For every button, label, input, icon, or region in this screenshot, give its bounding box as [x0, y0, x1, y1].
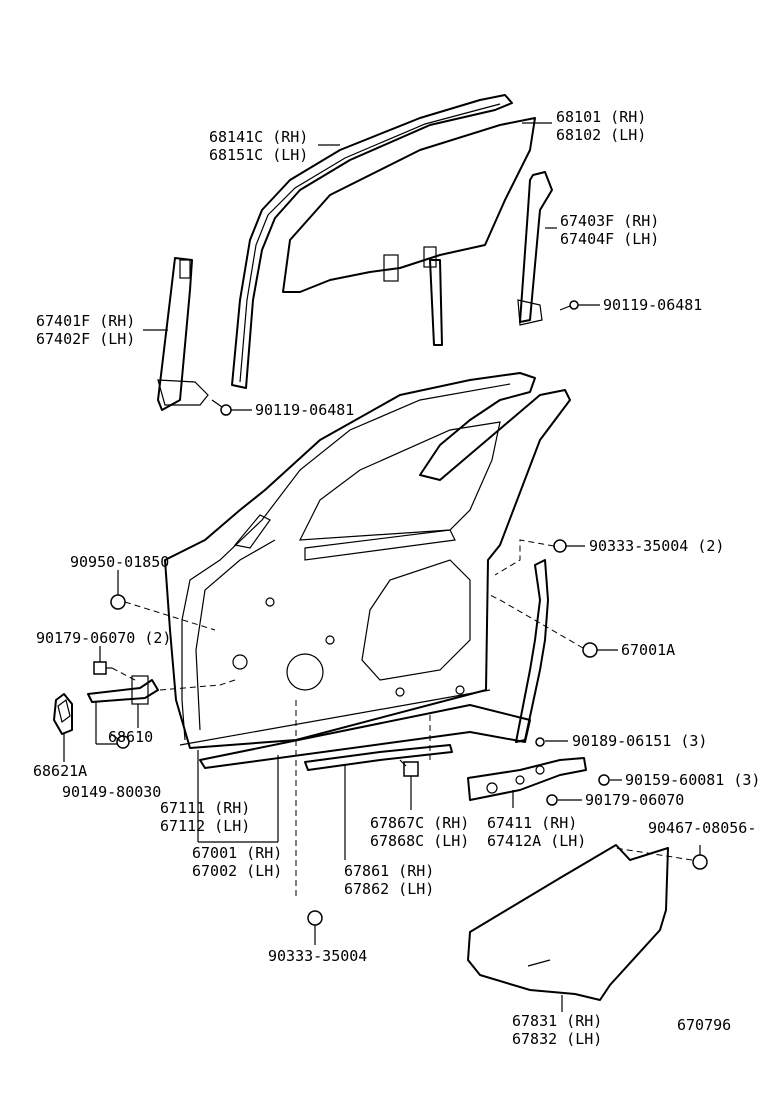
label-67867c: 67867C (RH) [370, 814, 469, 832]
label-67001: 67001 (RH) [192, 844, 282, 862]
label-67111: 67111 (RH) [160, 799, 250, 817]
clip-67001A-drawing [582, 642, 598, 658]
leader-lines [63, 122, 701, 1012]
door-shell-drawing [164, 372, 571, 749]
label-67411: 67411 (RH) [487, 814, 577, 832]
clip-90467-drawing [692, 854, 708, 870]
label-90467: 90467-08056- [648, 819, 756, 837]
label-67832: 67832 (LH) [512, 1030, 602, 1048]
clip-67867C-drawing [399, 759, 419, 777]
lower-moulding-drawing [304, 744, 453, 771]
label-90333-lower: 90333-35004 [268, 947, 367, 965]
label-68621a: 68621A [33, 762, 87, 780]
part-labels: 68141C (RH) 68151C (LH) 68101 (RH) 68102… [33, 108, 760, 1048]
label-90159: 90159-60081 (3) [625, 771, 760, 789]
door-trim-cover-drawing [467, 844, 669, 1001]
label-67403f: 67403F (RH) [560, 212, 659, 230]
label-90119-front: 90119-06481 [255, 401, 354, 419]
front-run-channel-drawing [157, 257, 209, 411]
diagram-id-label: 670796 [677, 1016, 731, 1034]
door-check-drawing [87, 675, 159, 705]
label-68102: 68102 (LH) [556, 126, 646, 144]
label-67861: 67861 (RH) [344, 862, 434, 880]
bolt-90179-single-drawing [546, 794, 558, 806]
label-90950: 90950-01850 [70, 553, 169, 571]
label-68151c: 68151C (LH) [209, 146, 308, 164]
label-67001a: 67001A [621, 641, 675, 659]
label-67831: 67831 (RH) [512, 1012, 602, 1030]
lower-weatherstrip-drawing [199, 704, 531, 769]
label-67002: 67002 (LH) [192, 862, 282, 880]
glass-run-channel-drawing [429, 259, 443, 346]
label-90333-upper: 90333-35004 (2) [589, 537, 724, 555]
rear-weatherstrip-drawing [515, 559, 549, 743]
door-glass-drawing [282, 117, 536, 293]
rear-run-channel-drawing [517, 171, 553, 326]
hinge-bracket-67411-drawing [467, 757, 587, 801]
bolt-90119-rear-drawing [559, 300, 579, 311]
label-67412a: 67412A (LH) [487, 832, 586, 850]
plug-90333-upper-drawing [553, 539, 567, 553]
bolt-90119-front-drawing [211, 399, 232, 416]
label-67868c: 67868C (LH) [370, 832, 469, 850]
label-67862: 67862 (LH) [344, 880, 434, 898]
plug-90950-drawing [110, 594, 126, 610]
door-hinge-drawing [53, 693, 73, 735]
bolt-90149-drawing [110, 733, 130, 749]
label-68141c: 68141C (RH) [209, 128, 308, 146]
bolt-90179-pair-drawing [93, 661, 112, 675]
label-90149: 90149-80030 [62, 783, 161, 801]
label-90119-rear: 90119-06481 [603, 296, 702, 314]
label-68101: 68101 (RH) [556, 108, 646, 126]
label-90189: 90189-06151 (3) [572, 732, 707, 750]
plug-90333-lower-drawing [307, 910, 323, 926]
door-frame-weatherstrip-drawing [231, 94, 513, 389]
label-90179-single: 90179-06070 [585, 791, 684, 809]
label-67404f: 67404F (LH) [560, 230, 659, 248]
label-67401f: 67401F (RH) [36, 312, 135, 330]
label-90179-pair: 90179-06070 (2) [36, 629, 171, 647]
bolt-90189-drawing [535, 737, 545, 747]
bolt-90159-drawing [598, 774, 610, 786]
label-67112: 67112 (LH) [160, 817, 250, 835]
label-68610: 68610 [108, 728, 153, 746]
label-67402f: 67402F (LH) [36, 330, 135, 348]
